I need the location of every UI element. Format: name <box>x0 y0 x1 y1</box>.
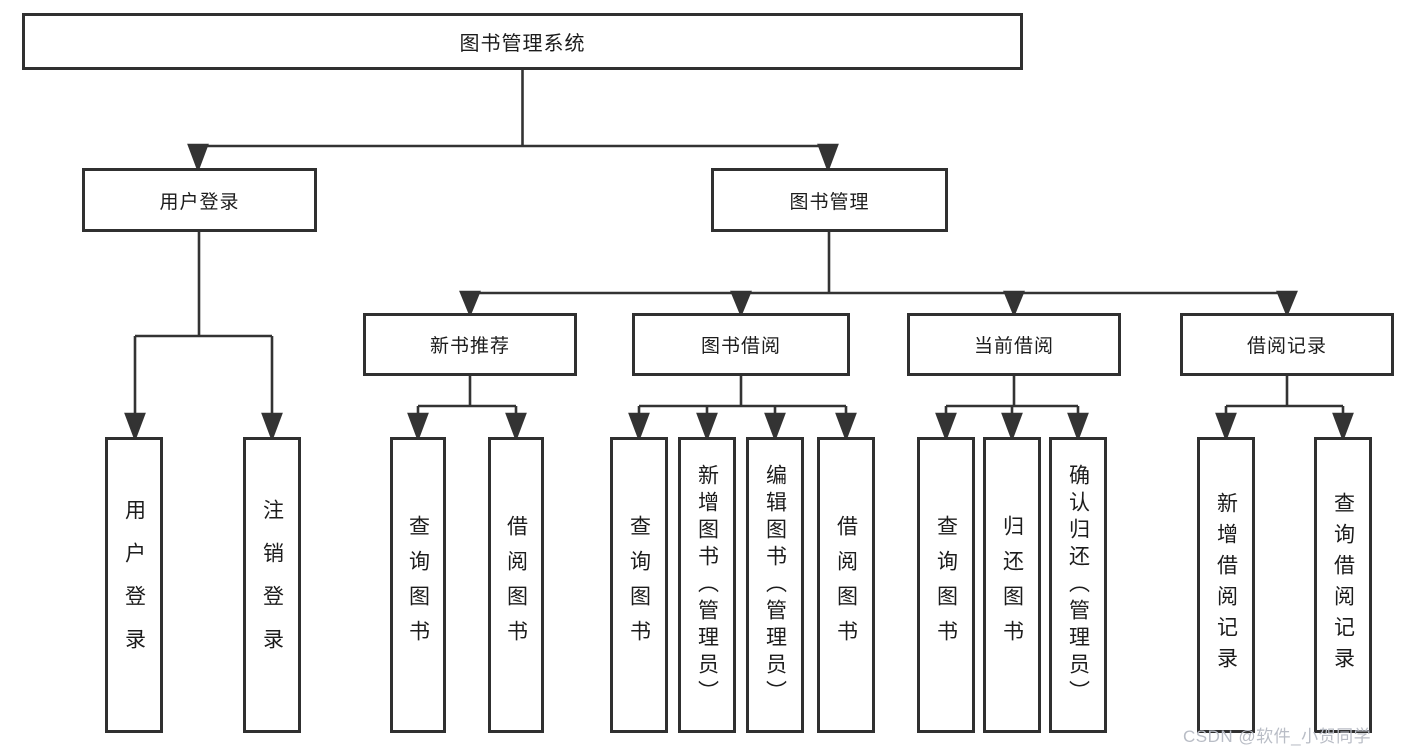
node-label: 查询借阅记录 <box>1331 492 1355 678</box>
node-label: 用户登录 <box>159 191 240 213</box>
node-label: 当前借阅 <box>973 336 1054 357</box>
node-label: 图书借阅 <box>700 336 781 357</box>
node-label: 查询图书 <box>406 515 430 655</box>
leaf-borrow-books-borrowing: 借阅图书 <box>817 437 875 733</box>
node-label: 查询图书 <box>627 515 651 655</box>
node-label: 确认归还（管理员） <box>1066 463 1090 707</box>
node-library-management-system: 图书管理系统 <box>22 13 1023 70</box>
node-book-borrowing: 图书借阅 <box>632 313 850 376</box>
node-label: 注销登录 <box>260 499 284 671</box>
leaf-logout: 注销登录 <box>243 437 301 733</box>
leaf-user-login: 用户登录 <box>105 437 163 733</box>
leaf-query-books-borrowing: 查询图书 <box>610 437 668 733</box>
node-label: 用户登录 <box>122 499 146 671</box>
leaf-query-books-recommend: 查询图书 <box>390 437 446 733</box>
node-label: 借阅图书 <box>504 515 528 655</box>
leaf-add-book-admin: 新增图书（管理员） <box>678 437 736 733</box>
leaf-edit-book-admin: 编辑图书（管理员） <box>746 437 804 733</box>
node-label: 图书管理 <box>789 191 870 213</box>
connector-group <box>124 69 1354 442</box>
node-label: 借阅记录 <box>1246 336 1327 357</box>
csdn-watermark: CSDN @软件_小贺同学 <box>1183 727 1372 746</box>
leaf-add-borrow-record: 新增借阅记录 <box>1197 437 1255 733</box>
node-label: 归还图书 <box>1000 515 1024 655</box>
node-label: 新增借阅记录 <box>1214 492 1238 678</box>
node-user-login: 用户登录 <box>82 168 317 232</box>
node-label: 查询图书 <box>934 515 958 655</box>
node-book-management: 图书管理 <box>711 168 948 232</box>
leaf-query-borrow-record: 查询借阅记录 <box>1314 437 1372 733</box>
leaf-borrow-books-recommend: 借阅图书 <box>488 437 544 733</box>
leaf-query-books-current: 查询图书 <box>917 437 975 733</box>
node-borrowing-records: 借阅记录 <box>1180 313 1394 376</box>
node-new-book-recommendation: 新书推荐 <box>363 313 577 376</box>
leaf-return-books: 归还图书 <box>983 437 1041 733</box>
node-label: 图书管理系统 <box>459 33 586 55</box>
node-label: 新增图书（管理员） <box>695 463 719 707</box>
leaf-confirm-return-admin: 确认归还（管理员） <box>1049 437 1107 733</box>
node-current-borrowing: 当前借阅 <box>907 313 1121 376</box>
node-label: 新书推荐 <box>429 336 510 357</box>
node-label: 借阅图书 <box>834 515 858 655</box>
node-label: 编辑图书（管理员） <box>763 463 787 707</box>
